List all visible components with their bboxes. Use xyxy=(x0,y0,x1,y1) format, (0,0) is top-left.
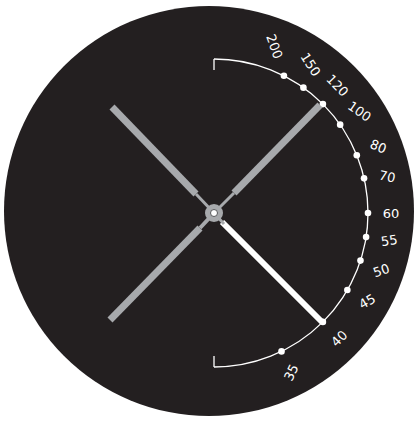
scale-dot xyxy=(363,234,370,241)
scale-dot xyxy=(300,84,307,91)
scale-number: 55 xyxy=(380,233,398,248)
white-needle xyxy=(222,222,322,322)
scale-dot xyxy=(337,121,344,128)
dial-background xyxy=(4,6,414,416)
scale-dot xyxy=(278,348,285,355)
scale-dot xyxy=(344,287,351,294)
hub-pin xyxy=(211,210,218,217)
arc-end-tick xyxy=(213,59,214,70)
hub xyxy=(205,204,223,222)
arc-end-tick xyxy=(213,356,214,367)
scale-arc xyxy=(214,59,368,367)
scale-dot xyxy=(365,210,372,217)
scale-dot xyxy=(361,175,368,182)
scale-dot xyxy=(353,152,360,159)
scale-number: 70 xyxy=(378,168,397,184)
scale-dot xyxy=(281,72,288,79)
scale-number: 60 xyxy=(383,207,400,220)
scale-dot xyxy=(357,257,364,264)
